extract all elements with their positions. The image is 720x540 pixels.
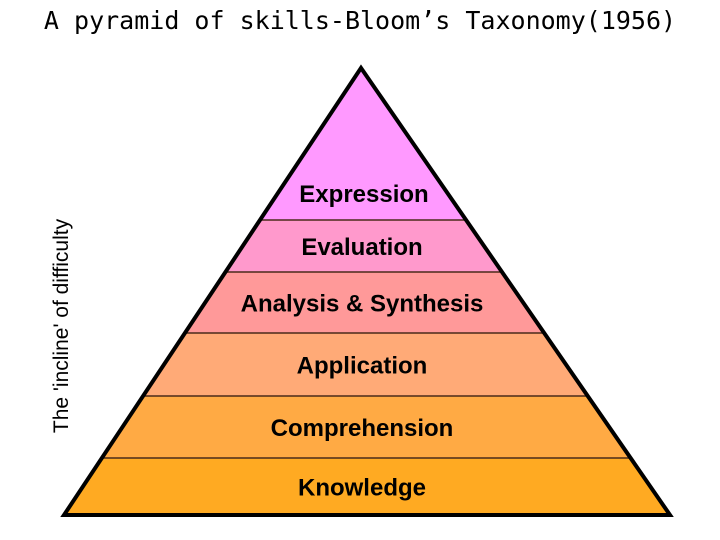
level-label: Expression	[299, 181, 428, 208]
level-label: Analysis & Synthesis	[241, 291, 484, 318]
pyramid-level-expression	[260, 68, 467, 220]
level-label: Knowledge	[298, 475, 426, 502]
level-label: Application	[297, 353, 428, 380]
level-label: Evaluation	[301, 234, 422, 261]
diagram-title: A pyramid of skills-Bloom’s Taxonomy(195…	[43, 6, 677, 35]
pyramid-level-knowledge	[64, 458, 670, 515]
pyramid-level-comprehension	[101, 396, 631, 458]
pyramid-level-analysis-synthesis	[184, 272, 545, 333]
pyramid-level-application	[143, 333, 588, 396]
pyramid-level-evaluation	[225, 220, 503, 272]
level-label: Comprehension	[271, 415, 454, 442]
pyramid-outline	[60, 64, 674, 517]
